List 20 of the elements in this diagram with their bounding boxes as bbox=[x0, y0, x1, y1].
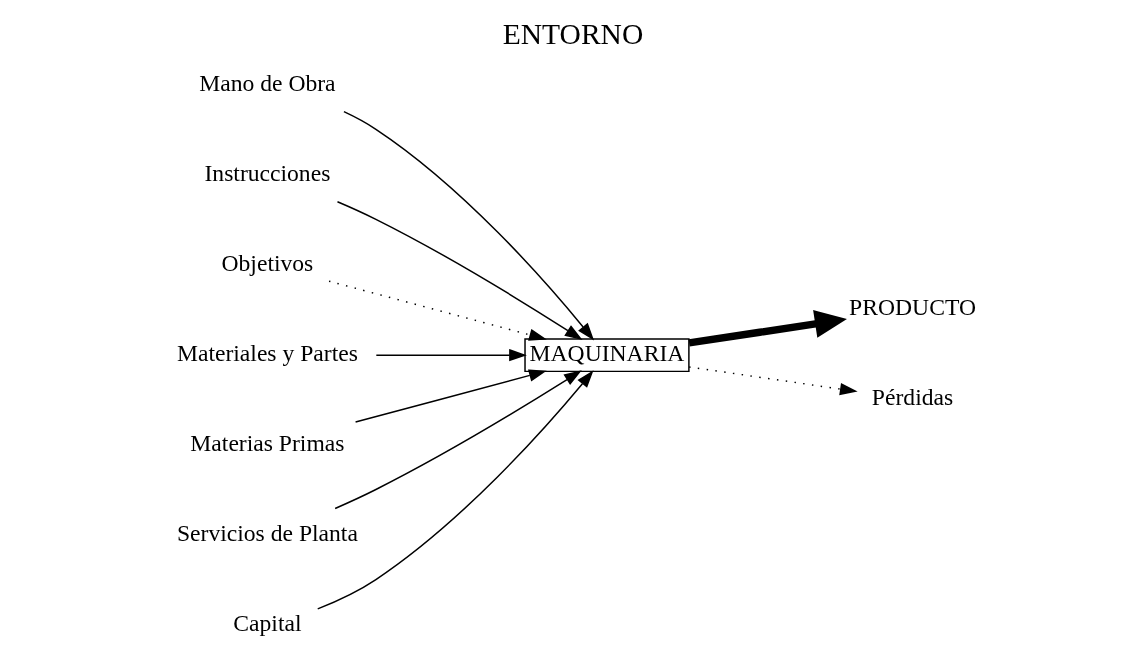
node-text: Instrucciones bbox=[204, 159, 331, 186]
arrow bbox=[328, 280, 547, 341]
arrow bbox=[343, 110, 595, 341]
node-text: Materiales y Partes bbox=[176, 339, 358, 366]
arrow bbox=[317, 370, 594, 610]
arrow bbox=[688, 366, 858, 396]
diagram-title: ENTORNO bbox=[502, 17, 644, 50]
node-text: Materias Primas bbox=[190, 429, 345, 456]
arrow bbox=[336, 201, 583, 341]
arrow bbox=[688, 310, 847, 347]
arrow bbox=[334, 370, 582, 510]
arrow bbox=[354, 369, 547, 423]
node-box: MAQUINARIA bbox=[524, 338, 690, 373]
node-text: Pérdidas bbox=[871, 384, 954, 411]
node-text: Objetivos bbox=[221, 249, 314, 276]
node-text: Mano de Obra bbox=[199, 69, 336, 96]
arrow bbox=[375, 348, 527, 362]
node-text: Servicios de Planta bbox=[176, 519, 358, 546]
node-text: PRODUCTO bbox=[849, 293, 976, 320]
node-text: Capital bbox=[233, 609, 302, 636]
